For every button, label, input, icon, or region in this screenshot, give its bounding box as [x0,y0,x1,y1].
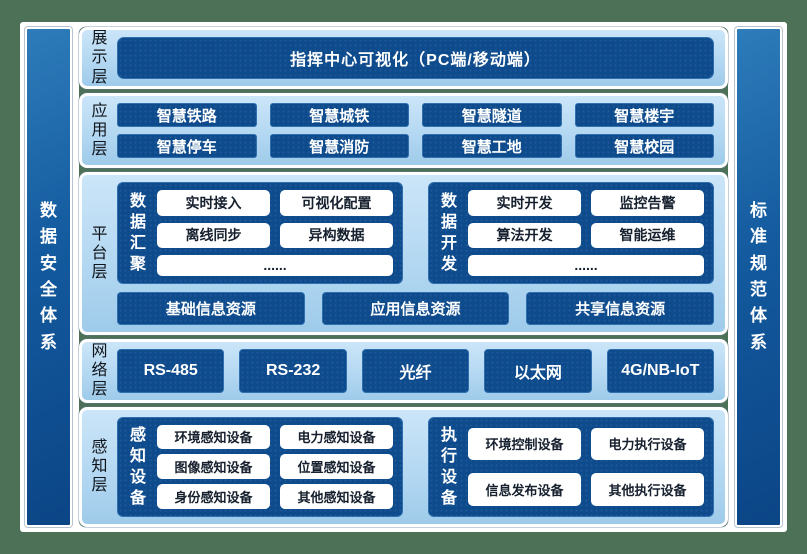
net-box-fiber: 光纤 [361,349,470,393]
platform-groups: 数据汇聚 实时接入 可视化配置 离线同步 异构数据 ...... [117,182,714,284]
item-offline-sync: 离线同步 [157,222,270,248]
group-execution-devices-label: 执行设备 [441,426,458,507]
item-power-sensing: 电力感知设备 [280,424,393,450]
layer-application-label: 应用层 [91,102,108,159]
group-data-development-label-col: 数据开发 [438,190,460,276]
right-pillar-label: 标准规范体系 [750,200,767,352]
group-execution-devices: 执行设备 环境控制设备 电力执行设备 信息发布设备 其他执行设备 [428,416,714,517]
group-execution-devices-label-col: 执行设备 [438,425,460,509]
layer-display-body: 指挥中心可视化（PC端/移动端） [117,30,725,86]
item-aggregation-more: ...... [157,254,393,276]
app-box-smart-building: 智慧楼宇 [574,103,714,128]
network-grid: RS-485 RS-232 光纤 以太网 4G/NB-IoT [117,349,715,393]
layer-application: 应用层 智慧铁路 智慧城铁 智慧隧道 智慧楼宇 智慧停车 智慧消防 智慧工地 智… [79,93,728,169]
item-env-control: 环境控制设备 [468,427,581,461]
item-location-sensing: 位置感知设备 [280,454,393,480]
layer-perception-body: 感知设备 环境感知设备 电力感知设备 图像感知设备 位置感知设备 身份感知设备 … [117,410,725,524]
item-algorithm-dev: 算法开发 [468,222,581,248]
group-data-aggregation: 数据汇聚 实时接入 可视化配置 离线同步 异构数据 ...... [117,182,403,284]
item-smart-ops: 智能运维 [591,222,704,248]
diagram-canvas: 数据安全体系 展示层 指挥中心可视化（PC端/移动端） 应用层 智慧铁路 [20,22,787,532]
group-sensing-devices-items: 环境感知设备 电力感知设备 图像感知设备 位置感知设备 身份感知设备 其他感知设… [157,424,393,509]
layer-display: 展示层 指挥中心可视化（PC端/移动端） [79,27,728,89]
layer-platform-label-col: 平台层 [82,175,117,332]
right-pillar: 标准规范体系 [735,27,782,527]
item-heterogeneous-data: 异构数据 [280,222,393,248]
app-box-smart-campus: 智慧校园 [574,134,714,159]
group-data-aggregation-label-col: 数据汇聚 [127,190,149,276]
layer-network-label: 网络层 [91,343,108,399]
application-grid: 智慧铁路 智慧城铁 智慧隧道 智慧楼宇 智慧停车 智慧消防 智慧工地 智慧校园 [117,103,714,159]
layer-network-body: RS-485 RS-232 光纤 以太网 4G/NB-IoT [117,342,725,400]
group-sensing-devices-label: 感知设备 [130,426,147,507]
display-command-center-box: 指挥中心可视化（PC端/移动端） [117,37,714,79]
layer-application-body: 智慧铁路 智慧城铁 智慧隧道 智慧楼宇 智慧停车 智慧消防 智慧工地 智慧校园 [117,96,725,165]
layer-platform-label: 平台层 [91,225,108,282]
net-box-rs232: RS-232 [239,349,347,393]
layer-stack: 展示层 指挥中心可视化（PC端/移动端） 应用层 智慧铁路 智慧城铁 智慧隧道 … [79,27,728,527]
group-data-development-label: 数据开发 [441,193,458,274]
app-box-smart-tunnel: 智慧隧道 [422,103,562,128]
group-data-aggregation-label: 数据汇聚 [130,193,147,274]
item-identity-sensing: 身份感知设备 [157,484,270,509]
app-box-smart-site: 智慧工地 [422,134,562,159]
item-development-more: ...... [468,254,704,276]
item-info-publish: 信息发布设备 [468,473,581,506]
layer-display-label: 展示层 [91,30,108,86]
item-realtime-dev: 实时开发 [468,190,581,216]
app-box-smart-railway: 智慧铁路 [117,103,257,128]
res-basic-info: 基础信息资源 [117,292,305,325]
net-box-rs485: RS-485 [117,349,225,393]
layer-perception-label: 感知层 [91,439,108,495]
item-image-sensing: 图像感知设备 [157,454,270,480]
layer-platform-body: 数据汇聚 实时接入 可视化配置 离线同步 异构数据 ...... [117,175,725,332]
layer-perception-label-col: 感知层 [82,410,117,524]
group-sensing-devices: 感知设备 环境感知设备 电力感知设备 图像感知设备 位置感知设备 身份感知设备 … [117,416,403,517]
layer-platform: 平台层 数据汇聚 实时接入 可视化配置 离线同步 异构数据 [79,172,728,335]
item-monitor-alert: 监控告警 [591,190,704,216]
item-power-execution: 电力执行设备 [591,427,704,461]
group-data-development: 数据开发 实时开发 监控告警 算法开发 智能运维 ...... [428,182,714,284]
platform-resources: 基础信息资源 应用信息资源 共享信息资源 [117,292,715,325]
app-box-smart-metro: 智慧城铁 [269,103,409,128]
item-other-sensing: 其他感知设备 [280,484,393,509]
item-other-execution: 其他执行设备 [591,473,704,506]
layer-network: 网络层 RS-485 RS-232 光纤 以太网 4G/NB-IoT [79,339,728,403]
layer-network-label-col: 网络层 [82,342,117,400]
net-box-ethernet: 以太网 [484,349,592,393]
group-data-aggregation-items: 实时接入 可视化配置 离线同步 异构数据 ...... [157,190,393,276]
net-box-4g-nbiot: 4G/NB-IoT [606,349,715,393]
layer-perception: 感知层 感知设备 环境感知设备 电力感知设备 图像感知设备 位置感知设备 身份感… [79,406,728,527]
app-box-smart-parking: 智慧停车 [117,134,257,159]
item-env-sensing: 环境感知设备 [157,424,270,450]
left-pillar-label: 数据安全体系 [40,200,57,352]
layer-application-label-col: 应用层 [82,96,117,165]
item-realtime-access: 实时接入 [157,190,270,216]
res-app-info: 应用信息资源 [321,292,510,325]
layer-display-label-col: 展示层 [82,30,117,86]
res-shared-info: 共享信息资源 [526,292,715,325]
app-box-smart-fire: 智慧消防 [269,134,409,159]
left-pillar: 数据安全体系 [25,27,72,527]
group-data-development-items: 实时开发 监控告警 算法开发 智能运维 ...... [468,190,704,276]
item-visual-config: 可视化配置 [280,190,393,216]
group-sensing-devices-label-col: 感知设备 [127,425,149,509]
group-execution-devices-items: 环境控制设备 电力执行设备 信息发布设备 其他执行设备 [468,425,704,509]
